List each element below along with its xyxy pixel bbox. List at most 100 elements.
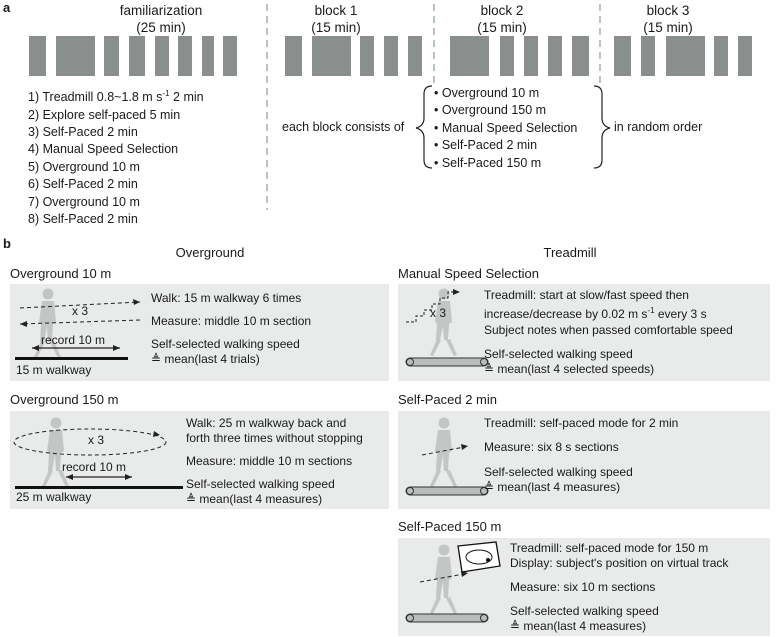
- walker-icon: [42, 417, 69, 487]
- header-block-3: block 3 (15 min): [628, 2, 708, 36]
- trial-bar: [223, 36, 237, 76]
- session-timeline: [29, 4, 752, 210]
- block-outro-text: in random order: [614, 120, 703, 134]
- arrowhead: [453, 289, 460, 295]
- header-title: block 2: [480, 3, 524, 18]
- trial-bar: [155, 36, 169, 76]
- loop-path: [13, 428, 167, 456]
- trial-bar: [572, 36, 589, 76]
- overground-150m-panel: [10, 411, 389, 509]
- trial-bar: [524, 36, 538, 76]
- trial-bar: [500, 36, 514, 76]
- trial-bar: [29, 36, 46, 76]
- measure-text: Measure: six 8 s sections: [484, 440, 619, 454]
- walker-icon: [430, 288, 457, 356]
- trial-bar: [548, 36, 562, 76]
- list-item: 3) Self-Paced 2 min: [28, 124, 138, 139]
- trial-bar: [714, 36, 728, 76]
- header-familiarization: familiarization (25 min): [96, 2, 226, 36]
- treadmill-roller: [406, 614, 414, 622]
- list-item: • Overground 10 m: [434, 86, 540, 100]
- walk-text: forth three times without stopping: [186, 431, 363, 445]
- step-superscript: -1: [162, 89, 170, 98]
- trial-bar: [614, 36, 631, 76]
- section-title-self-paced-150m: Self-Paced 150 m: [398, 519, 502, 534]
- subject-note-text: Subject notes when passed comfortable sp…: [484, 323, 733, 337]
- walkway-label: 25 m walkway: [16, 490, 92, 504]
- list-item: • Manual Speed Selection: [434, 120, 578, 135]
- result-definition: ≜ mean(last 4 selected speeds): [484, 362, 655, 376]
- list-item: 6) Self-Paced 2 min: [28, 177, 138, 192]
- treadmill-roller: [480, 614, 488, 622]
- display-text: Display: subject's position on virtual t…: [510, 556, 729, 570]
- arrowhead: [461, 444, 468, 450]
- protocol-text: Treadmill: self-paced mode for 150 m: [510, 541, 709, 555]
- trial-bar: [384, 36, 398, 76]
- panel-b-label: b: [3, 236, 11, 251]
- walker-icon: [34, 288, 61, 358]
- familiarization-step-list: 1) Treadmill 0.8~1.8 m s-1 2 min 2) Expl…: [28, 85, 204, 228]
- list-item: 8) Self-Paced 2 min: [28, 212, 138, 226]
- measure-text: Measure: middle 10 m section: [151, 314, 312, 328]
- walking-direction-arrow: [419, 573, 465, 583]
- header-block-1: block 1 (15 min): [296, 2, 376, 36]
- arrowhead: [66, 474, 73, 480]
- overground-10m-figure: [15, 288, 141, 360]
- list-item: 4) Manual Speed Selection: [28, 142, 179, 157]
- section-title-overground-150m: Overground 150 m: [10, 392, 119, 407]
- treadmill-roller: [406, 487, 414, 495]
- trial-bar: [312, 36, 351, 76]
- self-paced-150m-figure: [405, 541, 501, 623]
- treadmill-belt: [405, 357, 489, 367]
- repeat-label: x 3: [72, 304, 89, 318]
- repeat-label: x 3: [430, 306, 447, 320]
- walk-text: Walk: 15 m walkway 6 times: [151, 291, 302, 305]
- section-title-self-paced-2min: Self-Paced 2 min: [398, 392, 497, 407]
- measure-text: Measure: six 10 m sections: [510, 580, 656, 594]
- self-paced-2min-figure: [405, 417, 489, 496]
- trial-bar: [104, 36, 119, 76]
- step-text: 1) Treadmill 0.8~1.8 m s: [28, 90, 163, 105]
- result-text: Self-selected walking speed: [186, 477, 335, 491]
- header-title: familiarization: [119, 3, 203, 18]
- arrowhead: [20, 321, 27, 327]
- section-title-overground-10m: Overground 10 m: [10, 266, 112, 281]
- treadmill-belt: [405, 613, 489, 623]
- repeat-label: x 3: [88, 433, 105, 447]
- protocol-text: increase/decrease by 0.02 m s-1 every 3 …: [484, 303, 707, 322]
- panel-a-label: a: [3, 0, 11, 15]
- walker-icon: [430, 417, 457, 487]
- record-label: record 10 m: [62, 460, 127, 474]
- arrowhead: [133, 299, 140, 305]
- block-2-bars: [450, 36, 589, 76]
- arrowhead: [125, 474, 132, 480]
- block-3-bars: [614, 36, 752, 76]
- protocol-text-suffix: every 3 s: [654, 307, 707, 321]
- header-duration: (15 min): [477, 20, 527, 35]
- header-title: block 1: [314, 3, 358, 18]
- right-brace: [593, 85, 611, 169]
- treadmill-roller: [406, 358, 414, 366]
- measure-text: Measure: middle 10 m sections: [186, 454, 353, 468]
- treadmill-roller: [480, 358, 488, 366]
- list-item: 2) Explore self-paced 5 min: [28, 107, 181, 122]
- header-duration: (25 min): [136, 20, 186, 35]
- trial-bar: [641, 36, 655, 76]
- list-item: 7) Overground 10 m: [28, 194, 140, 209]
- result-definition: ≜ mean(last 4 trials): [151, 352, 260, 366]
- walk-text: Walk: 25 m walkway back and: [186, 416, 347, 430]
- result-definition: ≜ mean(last 4 measures): [186, 492, 323, 506]
- trial-bar: [285, 36, 302, 76]
- arrowhead: [32, 345, 39, 351]
- result-text: Self-selected walking speed: [151, 337, 300, 351]
- return-arrow: [19, 319, 141, 325]
- result-definition: ≜ mean(last 4 measures): [510, 619, 647, 633]
- list-item: 5) Overground 10 m: [28, 159, 140, 174]
- walking-direction-arrow: [421, 446, 465, 456]
- trial-bar: [129, 36, 145, 76]
- protocol-text-superscript: -1: [647, 306, 655, 315]
- column-title-treadmill: Treadmill: [543, 245, 597, 260]
- walkway-bar: [15, 357, 128, 360]
- trial-bar: [202, 36, 214, 76]
- treadmill-belt: [405, 486, 489, 496]
